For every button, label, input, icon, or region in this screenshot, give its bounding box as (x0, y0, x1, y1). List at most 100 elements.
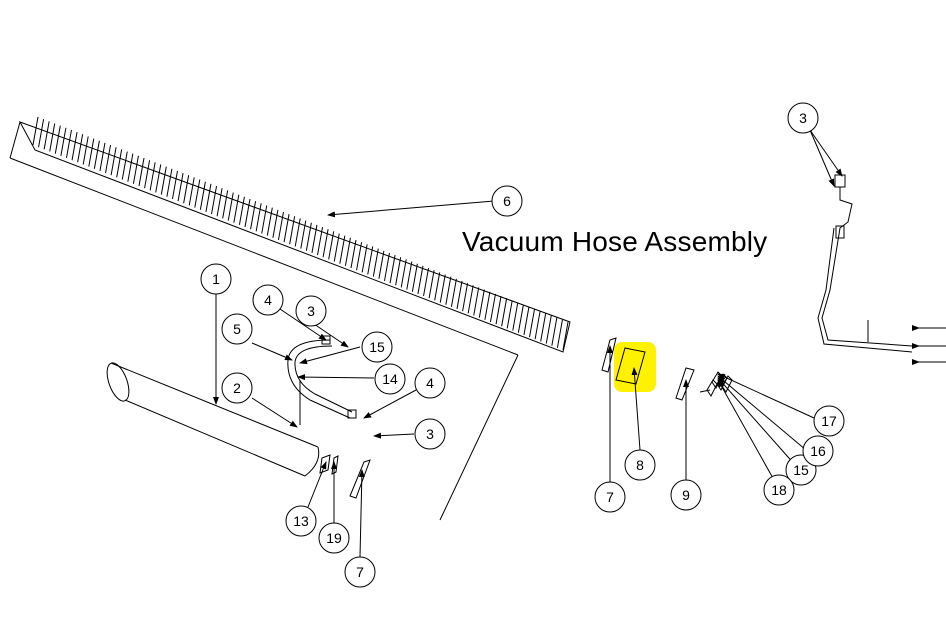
hose-rib (339, 235, 346, 264)
hose-rib (116, 149, 123, 178)
hose-rib (445, 276, 452, 305)
hose-rib (439, 274, 446, 303)
svg-text:2: 2 (233, 380, 241, 396)
hose-rib (305, 222, 312, 251)
callout-7-left: 7 (344, 556, 376, 588)
hose-rib (356, 242, 363, 271)
hose-rib (562, 321, 569, 351)
callout-3-right: 3 (787, 102, 819, 134)
callout-16: 16 (802, 435, 834, 467)
svg-text:17: 17 (821, 413, 837, 429)
hose-rib (534, 311, 541, 340)
bracket-7-right (601, 337, 617, 373)
svg-text:4: 4 (264, 292, 272, 308)
hose-rib (450, 278, 457, 307)
hose-rib (300, 220, 307, 249)
callout-4-lower: 4 (414, 367, 446, 399)
bracket-9 (675, 367, 711, 401)
wand-tube (106, 362, 320, 477)
hose-rib (311, 224, 318, 253)
hose-rib (244, 198, 251, 228)
hose-rib (378, 250, 385, 279)
hose-rib (171, 170, 178, 200)
hose-rib (283, 214, 290, 243)
hose-rib (411, 263, 418, 292)
hose-rib (489, 293, 496, 323)
svg-text:13: 13 (293, 513, 309, 529)
hose-rib (529, 308, 536, 338)
hose-rib (205, 183, 212, 212)
hose-rib (71, 132, 78, 161)
hose-rib (395, 257, 402, 286)
corrugated-hose (9, 116, 571, 521)
svg-text:15: 15 (793, 462, 809, 478)
hose-rib (93, 140, 100, 169)
small-parts-left (319, 454, 371, 499)
hose-rib (523, 306, 530, 335)
svg-text:3: 3 (799, 110, 807, 126)
hose-rib (389, 255, 396, 284)
callout-3-upper: 3 (295, 295, 327, 327)
svg-text:9: 9 (682, 487, 690, 503)
hose-rib (277, 211, 284, 241)
callout-5: 5 (221, 313, 253, 345)
svg-text:3: 3 (426, 426, 434, 442)
svg-text:18: 18 (771, 482, 787, 498)
hose-rib (233, 194, 240, 223)
hose-rib (406, 261, 413, 290)
hose-rib (82, 136, 89, 165)
hose-rib (227, 192, 234, 221)
hose-rib (238, 196, 245, 225)
svg-text:7: 7 (356, 564, 364, 580)
hose-rib (216, 188, 223, 217)
hose-rib (372, 248, 379, 277)
hose-rib (105, 144, 112, 174)
hose-rib (540, 313, 547, 342)
hose-rib (462, 283, 469, 312)
hose-rib (400, 259, 407, 288)
hose-rib (322, 229, 329, 258)
svg-text:14: 14 (382, 371, 398, 387)
hose-rib (512, 302, 519, 331)
hose-rib (272, 209, 279, 238)
hose-rib (328, 231, 335, 260)
callout-6: 6 (491, 185, 523, 217)
hose-rib (138, 157, 145, 187)
svg-text:4: 4 (426, 375, 434, 391)
hose-rib (160, 166, 167, 195)
hose-rib (127, 153, 134, 182)
hose-ribs (32, 116, 569, 351)
hose-rib (155, 164, 162, 193)
callout-13: 13 (285, 505, 317, 537)
svg-text:7: 7 (606, 489, 614, 505)
curved-hose-assembly (287, 335, 357, 425)
callout-2: 2 (221, 372, 253, 404)
hose-rib (121, 151, 128, 180)
callout-4-upper: 4 (252, 284, 284, 316)
hose-rib (183, 175, 190, 204)
svg-text:6: 6 (503, 193, 511, 209)
hose-rib (132, 155, 139, 184)
hose-rib (166, 168, 173, 197)
hose-rib (434, 272, 441, 301)
hose-rib (88, 138, 95, 167)
hose-rib (177, 173, 184, 202)
svg-text:1: 1 (212, 271, 220, 287)
hose-rib (194, 179, 201, 208)
hose-rib (506, 300, 513, 329)
svg-text:8: 8 (636, 457, 644, 473)
hose-rib (423, 267, 430, 297)
svg-text:3: 3 (307, 303, 315, 319)
hose-rib (545, 315, 552, 344)
callout-15-left: 15 (361, 331, 393, 363)
svg-text:16: 16 (810, 443, 826, 459)
svg-text:15: 15 (369, 339, 385, 355)
hose-routing-right (817, 174, 946, 365)
hose-rib (501, 298, 508, 327)
callout-1: 1 (200, 263, 232, 295)
hose-rib (517, 304, 524, 333)
hose-rib (250, 201, 257, 230)
callout-14: 14 (374, 363, 406, 395)
hose-rib (110, 147, 117, 176)
hose-rib (65, 129, 72, 159)
